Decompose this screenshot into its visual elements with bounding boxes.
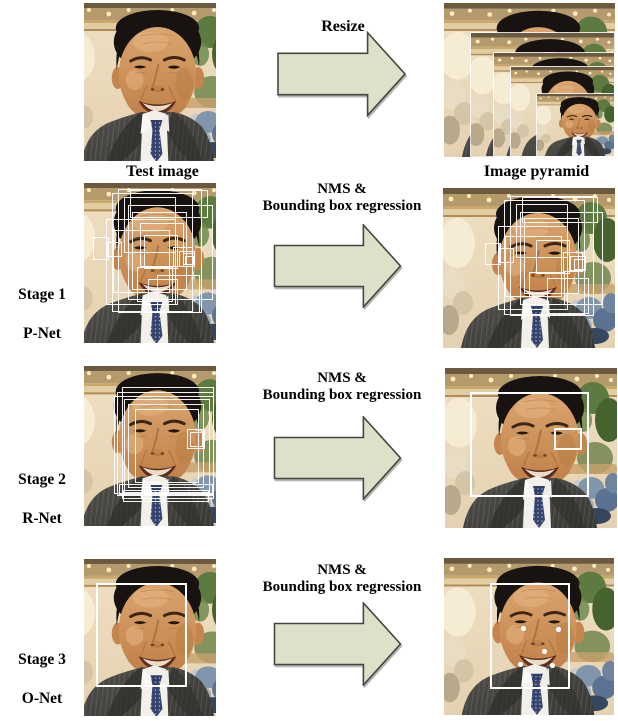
bounding-box: [190, 432, 203, 447]
bounding-box: [106, 219, 176, 305]
bounding-box: [137, 267, 173, 302]
stage3-label-line1: Stage 3: [18, 650, 66, 668]
bounding-box: [144, 235, 178, 269]
bounding-box: [140, 223, 184, 267]
bounding-box: [123, 490, 209, 502]
bounding-box: [570, 256, 586, 271]
stage2-label: Stage 2 R-Net: [6, 450, 78, 548]
facial-landmark-dot: [556, 627, 561, 632]
stage1-arrow-icon: [273, 224, 402, 308]
bounding-box: [148, 279, 178, 305]
bounding-box: [185, 256, 194, 265]
facial-landmark-dot: [521, 626, 526, 631]
bounding-box: [536, 240, 570, 274]
bounding-box: [470, 392, 589, 497]
onet-output-image: [444, 558, 614, 715]
stage2-arrow-text-line1: NMS &: [317, 370, 367, 386]
stage1-label-line2: P-Net: [23, 324, 61, 342]
bounding-box: [96, 583, 187, 687]
stage3-arrow-text-line2: Bounding box regression: [262, 578, 422, 595]
stage3-arrow-icon: [273, 602, 402, 686]
bounding-box: [124, 399, 210, 493]
bounding-box: [554, 428, 582, 450]
bounding-box: [485, 243, 501, 265]
stage1-label: Stage 1 P-Net: [6, 265, 78, 363]
bounding-box: [187, 429, 205, 449]
bounding-box: [498, 226, 568, 310]
stage1-arrow-text-line1: NMS &: [317, 181, 367, 197]
bounding-box: [547, 278, 589, 314]
stage3-arrow-text-line1: NMS &: [317, 562, 367, 578]
stage3-label-line2: O-Net: [21, 689, 63, 707]
pnet-output-image: [443, 188, 615, 348]
stage1-label-line1: Stage 1: [18, 285, 66, 303]
stage2-label-line2: R-Net: [22, 509, 62, 527]
onet-input-image: [84, 559, 216, 716]
bounding-box: [114, 396, 214, 494]
portrait-photo: [537, 94, 614, 156]
stage2-label-line1: Stage 2: [18, 470, 66, 488]
bounding-box: [504, 200, 585, 315]
facial-landmark-dot: [542, 649, 547, 654]
stage1-arrow-text: NMS & Bounding box regression: [236, 181, 448, 214]
rnet-input-image: [84, 366, 216, 526]
stage3-label: Stage 3 O-Net: [6, 630, 78, 721]
bounding-box: [119, 484, 213, 495]
bounding-box: [522, 197, 598, 223]
stage2-arrow-icon: [273, 416, 402, 500]
test-image-caption: Test image: [126, 163, 199, 180]
facial-landmark-dot: [550, 663, 555, 668]
stage2-arrow-text-line2: Bounding box regression: [262, 386, 422, 403]
pnet-input-image: [84, 183, 216, 343]
image-pyramid-layer-5: [536, 93, 615, 157]
bounding-box: [93, 237, 109, 260]
stage1-arrow-text-line2: Bounding box regression: [262, 197, 422, 214]
stage3-arrow-text: NMS & Bounding box regression: [236, 562, 448, 595]
bounding-box: [128, 404, 204, 488]
bounding-box: [490, 583, 570, 689]
stage2-arrow-text: NMS & Bounding box regression: [236, 370, 448, 403]
bounding-box: [113, 230, 170, 293]
portrait-photo: [84, 3, 216, 161]
bounding-box: [574, 259, 585, 270]
bounding-box: [130, 190, 208, 218]
bounding-box: [563, 252, 583, 272]
bounding-box: [107, 242, 122, 257]
bounding-box: [157, 275, 200, 313]
bounding-box: [510, 196, 594, 316]
bounding-box: [499, 248, 514, 263]
resize-arrow-icon: [277, 31, 406, 117]
test-image: [84, 3, 216, 161]
image-pyramid-caption: Image pyramid: [483, 163, 590, 180]
facial-landmark-dot: [518, 662, 523, 667]
bounding-box: [505, 236, 562, 297]
rnet-output-image: [445, 368, 617, 528]
resize-label: Resize: [321, 18, 365, 35]
